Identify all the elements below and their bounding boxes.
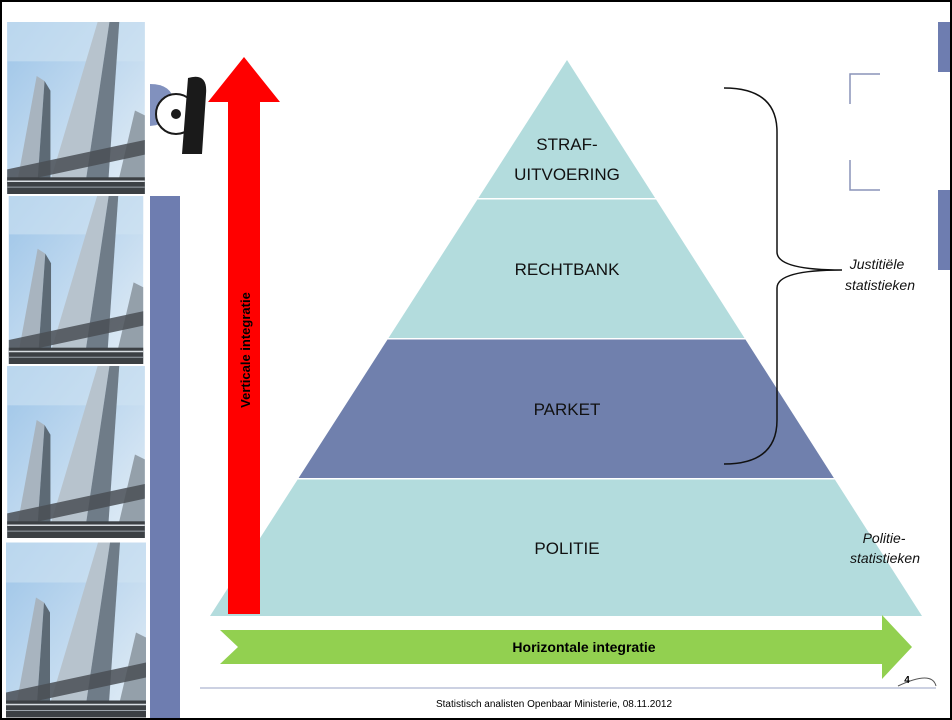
page-number: 4 [904,675,910,686]
pyramid-level-parket [298,339,834,478]
pyramid-level-strafuitvoering [478,60,656,198]
politie-label: statistieken [850,550,920,566]
building-photo [6,22,146,194]
vertical-integration-label: Verticale integratie [238,292,253,408]
page-corner [897,677,937,687]
level-label: UITVOERING [514,165,620,184]
level-label: PARKET [534,400,601,419]
footer-text: Statistisch analisten Openbaar Ministeri… [436,699,673,710]
building-photo [6,366,146,538]
photo-strip [6,22,146,718]
justitie-brace [723,87,843,465]
side-bar-right-top [938,22,950,72]
horizontal-integration-label: Horizontale integratie [512,639,655,655]
pyramid: STRAF- UITVOERING RECHTBANK PARKET POLIT… [210,60,922,616]
pyramid-level-rechtbank [388,199,745,338]
building-photo [8,196,144,364]
level-label: POLITIE [534,539,599,558]
building-photo [6,541,146,718]
level-label: STRAF- [536,135,597,154]
politie-label: Politie- [863,530,906,546]
vertical-integration-arrow [208,57,280,614]
slide-frame-mark [849,73,880,191]
side-bar-left [150,196,180,718]
justitie-label: statistieken [845,277,915,293]
om-logo-icon [150,76,207,154]
side-bar-right-mid [938,190,950,270]
horizontal-integration-arrow [220,615,912,679]
justitie-label: Justitiële [849,256,905,272]
pyramid-level-politie [210,479,922,616]
level-label: RECHTBANK [515,260,621,279]
